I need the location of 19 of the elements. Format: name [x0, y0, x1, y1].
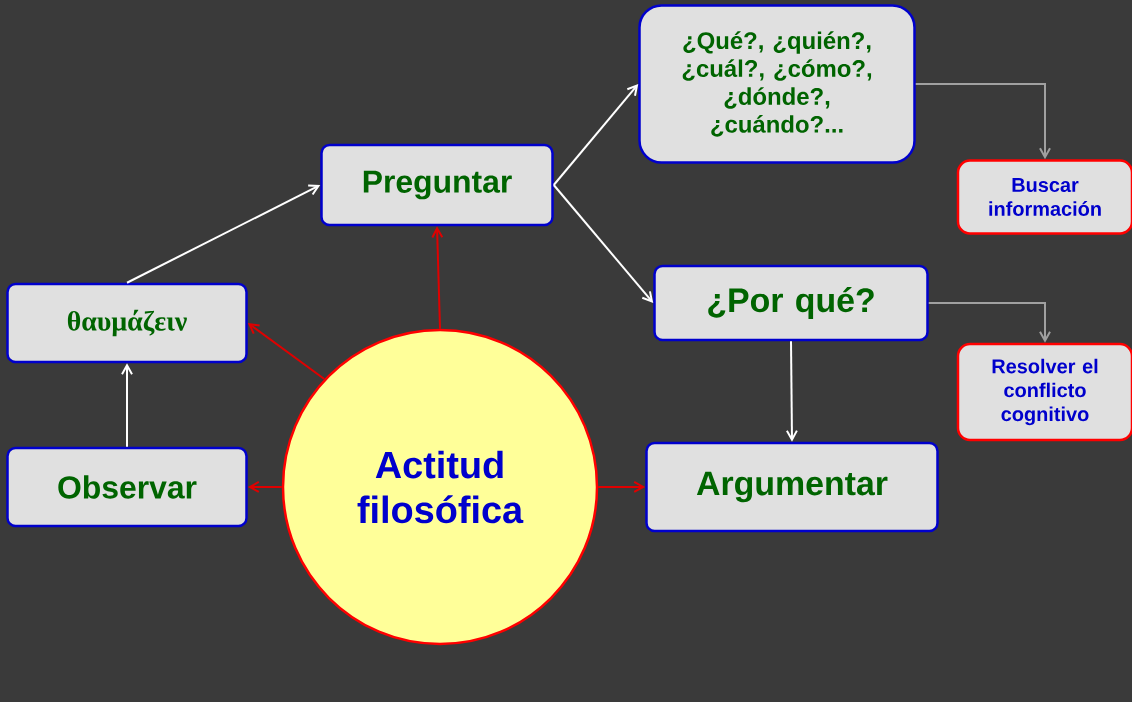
- process-box: Preguntar: [320, 143, 554, 227]
- process-box: θαυμάζειν: [6, 282, 248, 364]
- process-box: Observar: [6, 446, 248, 528]
- arrow: [552, 184, 654, 303]
- arrow: [431, 226, 444, 330]
- arrow: [552, 84, 639, 186]
- arrow: [927, 302, 1051, 343]
- arrow: [247, 323, 326, 381]
- arrow: [785, 340, 798, 442]
- arrow: [247, 481, 283, 493]
- arrow: [914, 83, 1051, 160]
- result-box: Resolver el conflicto cognitivo: [956, 342, 1132, 442]
- question-box: ¿Qué?, ¿quién?, ¿cuál?, ¿cómo?, ¿dónde?, ¿cuándo?...: [638, 4, 916, 164]
- result-box: Buscar información: [956, 159, 1132, 235]
- arrow: [597, 481, 646, 493]
- process-box: Argumentar: [645, 441, 939, 533]
- arrow: [126, 184, 321, 284]
- process-box: ¿Por qué?: [653, 264, 929, 342]
- arrow: [121, 363, 133, 448]
